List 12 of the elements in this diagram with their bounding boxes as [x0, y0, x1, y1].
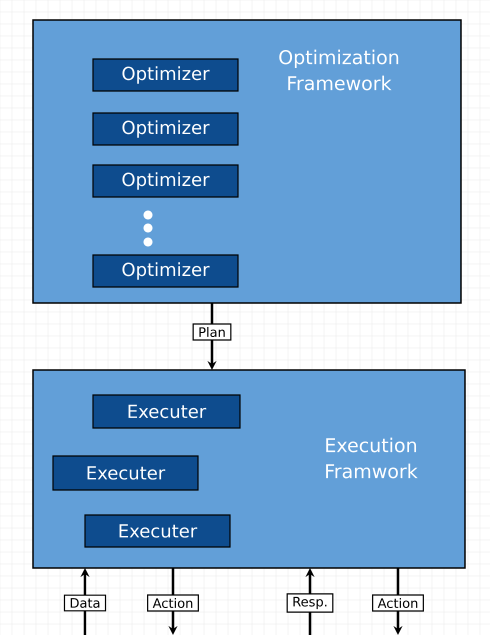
edge-label: Plan: [192, 323, 232, 341]
optimizer-box: Optimizer: [92, 58, 239, 92]
optimizer-box: Optimizer: [92, 254, 239, 288]
executer-box: Executer: [52, 455, 199, 491]
edge-label: Resp.: [286, 593, 334, 613]
executer-box: Executer: [84, 514, 231, 548]
executer-box: Executer: [92, 394, 241, 429]
edge-label: Action: [147, 594, 199, 612]
edge-label: Action: [372, 594, 424, 612]
optimizer-box: Optimizer: [92, 164, 239, 198]
edge-label: Data: [64, 594, 106, 612]
optimizer-box: Optimizer: [92, 112, 239, 146]
